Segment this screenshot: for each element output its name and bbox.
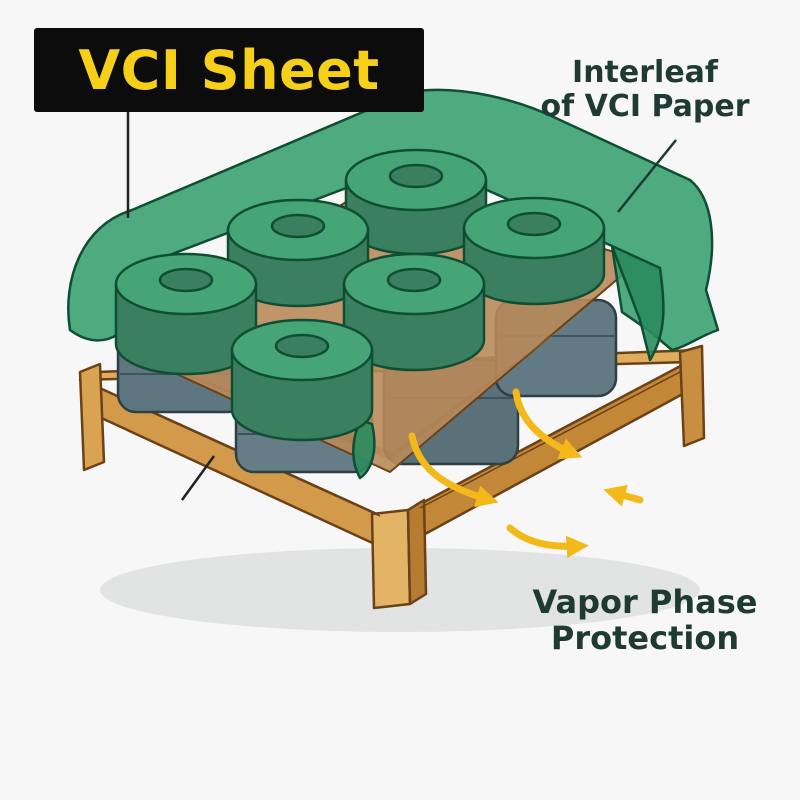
vapor-phase-label: Vapor Phase Protection	[500, 584, 790, 656]
interleaf-label-line2: of VCI Paper	[540, 88, 750, 124]
interleaf-label: Interleaf of VCI Paper	[510, 56, 780, 124]
vci-sheet-title: VCI Sheet	[78, 38, 380, 102]
vci-sheet-drape	[67, 88, 720, 480]
vci-sheet-title-box: VCI Sheet	[34, 28, 424, 112]
vapor-label-line1: Vapor Phase	[532, 583, 758, 621]
wooden-pallet	[78, 344, 706, 610]
sheet-pointer-lower	[180, 455, 216, 501]
upper-coil-layer	[114, 148, 606, 442]
curved-arrow-icon	[408, 388, 644, 559]
interleaf-label-line1: Interleaf	[572, 55, 718, 90]
interleaf-pointer-line	[617, 139, 677, 213]
vapor-label-line2: Protection	[550, 619, 740, 658]
